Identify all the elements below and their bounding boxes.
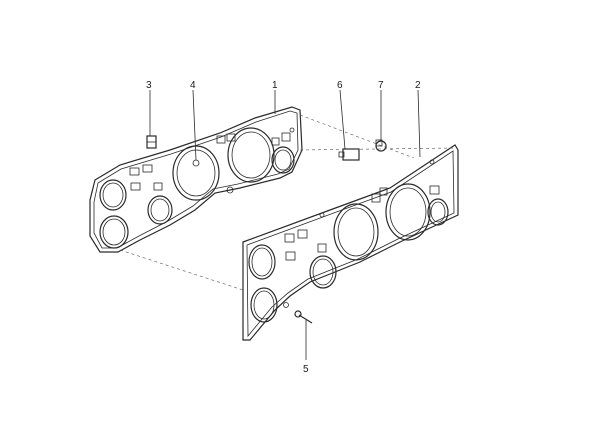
rear-instrument-panel	[89, 106, 303, 253]
front-gauge-panel	[242, 144, 459, 341]
callout-2: 2	[415, 80, 421, 91]
callout-7: 7	[378, 80, 384, 91]
part-3-clip	[146, 135, 157, 149]
part-6-socket	[338, 148, 360, 161]
leader-lines	[149, 89, 421, 360]
callout-6: 6	[337, 80, 343, 91]
callout-5: 5	[303, 364, 309, 375]
alignment-lines	[119, 114, 456, 291]
callout-4: 4	[190, 80, 196, 91]
callout-1: 1	[272, 80, 278, 91]
callout-3: 3	[146, 80, 152, 91]
part-5-screw	[294, 310, 313, 324]
